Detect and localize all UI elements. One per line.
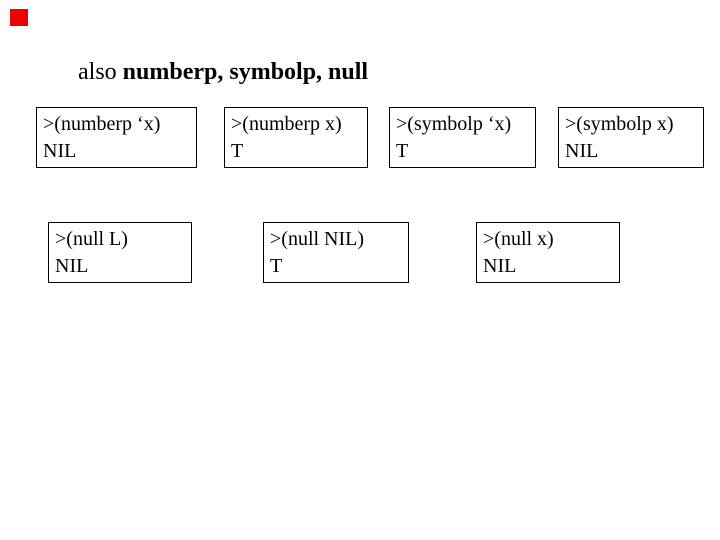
lisp-result: T [270,255,283,277]
red-square-decoration [10,9,28,26]
lisp-result: NIL [565,140,599,162]
slide-title: also numberp, symbolp, null [78,58,368,86]
lisp-expression: >(null NIL) [270,228,365,250]
code-example-box: >(numberp ‘x) NIL [36,107,197,168]
lisp-expression: >(numberp x) [231,113,342,135]
code-example-box: >(null x) NIL [476,222,620,283]
lisp-expression: >(null L) [55,228,128,250]
lisp-result: T [396,140,409,162]
lisp-expression: >(symbolp x) [565,113,674,135]
lisp-result: NIL [55,255,89,277]
lisp-result: NIL [483,255,517,277]
code-example-box: >(null NIL) T [263,222,409,283]
lisp-expression: >(null x) [483,228,554,250]
lisp-result: T [231,140,244,162]
code-example-box: >(numberp x) T [224,107,368,168]
lisp-expression: >(numberp ‘x) [43,113,161,135]
code-example-box: >(symbolp x) NIL [558,107,704,168]
lisp-result: NIL [43,140,77,162]
slide-title-emphasis: numberp, symbolp, null [122,59,369,85]
lisp-expression: >(symbolp ‘x) [396,113,512,135]
code-example-box: >(symbolp ‘x) T [389,107,536,168]
code-example-box: >(null L) NIL [48,222,192,283]
slide-title-prefix: also [78,59,123,85]
